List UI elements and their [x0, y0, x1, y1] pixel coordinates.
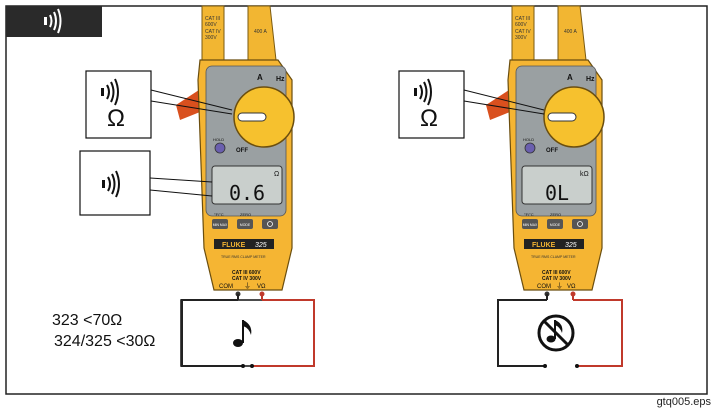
button-label: MODE — [550, 223, 561, 227]
right-test-circuit — [497, 294, 623, 368]
lcd-display — [211, 165, 283, 205]
v-lead — [573, 299, 623, 367]
com-lead — [497, 299, 547, 367]
probe-tip — [575, 364, 579, 368]
leader-line — [150, 89, 233, 111]
clamp-trigger — [486, 88, 515, 120]
left-clamp-meter: CAT III 600V CAT IV 300V 400 A A Hz OFF … — [176, 5, 295, 297]
jaw-mark: 400 A — [564, 29, 577, 35]
terminal-com-label: COM — [219, 284, 233, 290]
minmax-button[interactable] — [212, 219, 228, 229]
mode-button[interactable] — [547, 219, 563, 229]
left-callout-display — [79, 150, 213, 216]
button-label: °F/°C — [524, 212, 534, 217]
jaw-mark: 600V — [205, 22, 217, 28]
brand-name: FLUKE — [532, 242, 556, 249]
display-reading: 0L — [545, 181, 569, 205]
jaw-mark: CAT III — [205, 16, 220, 22]
figure-reference: gtq005.eps — [657, 396, 712, 408]
dial-label: A — [257, 73, 263, 82]
model-number: 325 — [565, 242, 577, 249]
brand-name: FLUKE — [222, 242, 246, 249]
lcd-display — [521, 165, 593, 205]
dial-label: A — [567, 73, 573, 82]
jaw-mark: CAT IV — [205, 29, 221, 35]
dial-label: Hz — [276, 76, 285, 83]
hold-button[interactable] — [214, 142, 226, 154]
leader-line — [149, 177, 213, 183]
terminal-rating: CAT III 600V — [542, 270, 571, 276]
display-unit: kΩ — [580, 171, 589, 178]
left-test-circuit — [180, 294, 315, 368]
continuity-beeper-icon — [44, 8, 62, 34]
probe-tip — [543, 364, 547, 368]
hold-label: HOLD — [523, 137, 534, 142]
dial-label: OFF — [546, 148, 558, 154]
display-reading: 0.6 — [229, 181, 265, 205]
hold-button[interactable] — [524, 142, 536, 154]
dial-label: OFF — [236, 148, 248, 154]
terminal-v-label: VΩ — [257, 284, 266, 290]
jaw-mark: 300V — [515, 35, 527, 41]
ground-symbol: ⏚ — [556, 282, 563, 290]
terminal-v-label: VΩ — [567, 284, 576, 290]
right-callout-dial: Ω — [398, 70, 545, 139]
probe-tip — [250, 364, 254, 368]
jaw-mark: CAT IV — [515, 29, 531, 35]
terminal-rating: CAT IV 300V — [232, 276, 262, 282]
dial-label: Hz — [586, 76, 595, 83]
backlight-button[interactable] — [262, 219, 278, 229]
hold-label: HOLD — [213, 137, 224, 142]
button-label: ZERO — [550, 212, 561, 217]
jaw-mark: CAT III — [515, 16, 530, 22]
leader-line — [150, 100, 233, 115]
ohm-symbol: Ω — [107, 105, 125, 132]
brand-plate — [214, 239, 274, 249]
button-label: ZERO — [240, 212, 251, 217]
probe-tip — [241, 364, 245, 368]
header-tab — [6, 6, 102, 37]
minmax-button[interactable] — [522, 219, 538, 229]
threshold-note: 323 <70Ω — [52, 312, 122, 329]
dial-pointer — [237, 112, 267, 122]
model-subtitle: TRUE RMS CLAMP METER — [221, 255, 266, 259]
threshold-note: 324/325 <30Ω — [54, 333, 155, 350]
jaw-mark: 400 A — [254, 29, 267, 35]
terminal-rating: CAT III 600V — [232, 270, 261, 276]
sun-icon — [577, 221, 583, 227]
no-sound-icon — [537, 314, 575, 352]
leader-line — [463, 89, 545, 111]
leader-line — [149, 189, 213, 197]
terminal-com-label: COM — [537, 284, 551, 290]
button-label: MIN MAX — [523, 223, 538, 227]
jaw-mark: 300V — [205, 35, 217, 41]
left-callout-dial: Ω — [85, 70, 233, 139]
button-label: MIN MAX — [213, 223, 228, 227]
v-lead — [252, 299, 315, 367]
backlight-button[interactable] — [572, 219, 588, 229]
figure-frame — [5, 5, 708, 395]
button-label: MODE — [240, 223, 251, 227]
display-unit: Ω — [274, 171, 279, 178]
ground-symbol: ⏚ — [244, 282, 251, 290]
brand-plate — [524, 239, 584, 249]
model-number: 325 — [255, 242, 267, 249]
leader-line — [463, 100, 545, 115]
terminal-rating: CAT IV 300V — [542, 276, 572, 282]
model-subtitle: TRUE RMS CLAMP METER — [531, 255, 576, 259]
ohm-symbol: Ω — [420, 105, 438, 132]
right-clamp-meter: CAT III 600V CAT IV 300V 400 A A Hz OFF … — [486, 5, 605, 297]
sun-icon — [267, 221, 273, 227]
mode-button[interactable] — [237, 219, 253, 229]
dial-pointer — [547, 112, 577, 122]
button-label: °F/°C — [214, 212, 224, 217]
com-lead — [181, 299, 243, 367]
clamp-trigger — [176, 88, 205, 120]
music-note-icon — [233, 320, 252, 347]
jaw-mark: 600V — [515, 22, 527, 28]
